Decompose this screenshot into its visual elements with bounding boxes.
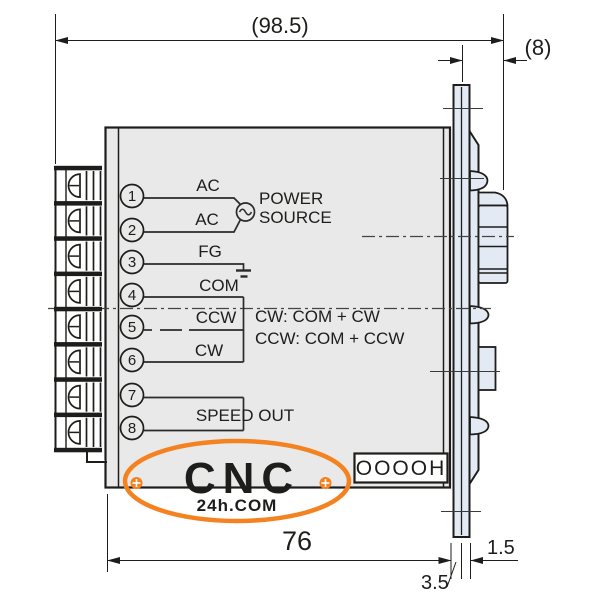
dimension-overall-depth: [55, 14, 504, 190]
dim-bezel-gap-value: 1.5: [487, 537, 515, 559]
wire-ac2: [144, 219, 242, 233]
dim-front-protrusion-value: (8): [525, 35, 552, 60]
watermark-logo: CNC 24h.COM: [122, 438, 352, 524]
cw-note: CW: COM + CW: [255, 307, 380, 326]
centerlines: [48, 235, 514, 310]
terminal-4: 4: [128, 287, 136, 304]
terminal-7: 7: [128, 387, 136, 404]
dimension-body-depth: [107, 494, 452, 572]
dim-body-depth-value: 76: [282, 526, 312, 556]
ac-sine-icon: [238, 208, 253, 216]
terminal-1: 1: [128, 188, 136, 205]
terminal-block: [54, 165, 102, 453]
power-source-line1: POWER: [259, 189, 323, 208]
dimension-panel-thickness: [446, 543, 518, 588]
speed-knob: [477, 191, 509, 284]
label-ac1: AC: [196, 176, 220, 195]
terminal-2: 2: [128, 222, 136, 239]
label-ac2: AC: [195, 210, 219, 229]
annotation-texts: POWER SOURCE CW: COM + CW CCW: COM + CCW: [255, 189, 404, 348]
terminal-5: 5: [128, 319, 136, 336]
label-ccw: CCW: [196, 308, 237, 327]
watermark-domain: 24h.COM: [197, 496, 278, 515]
front-panel-plate: [452, 84, 471, 538]
terminal-number-labels: 1 2 3 4 5 6 7 8: [128, 188, 136, 437]
dim-panel-thickness-value: 3.5: [421, 572, 449, 594]
label-speed-out: SPEED OUT: [196, 406, 294, 425]
ccw-note: CCW: COM + CCW: [255, 329, 404, 348]
power-source-line2: SOURCE: [259, 208, 332, 227]
screw-icon-right: [319, 477, 332, 489]
hook-middle: [469, 305, 490, 325]
label-fg: FG: [198, 242, 222, 261]
dimension-front-protrusion: [438, 45, 527, 82]
watermark-brand: CNC: [184, 454, 300, 503]
wiring-diagram: [144, 197, 256, 432]
hook-lower: [469, 416, 490, 436]
display-text: OOOOH: [356, 457, 447, 480]
terminal-6: 6: [128, 352, 136, 369]
hook-upper: [469, 170, 489, 192]
front-protrusion: [477, 346, 497, 391]
display-box: OOOOH: [353, 452, 449, 484]
hole-centerlines: [430, 107, 500, 513]
device-body: [86, 126, 452, 489]
wire-ac1: [144, 197, 242, 206]
screw-icon-left: [130, 477, 143, 489]
terminal-3: 3: [128, 254, 136, 271]
terminal-numbers: [119, 183, 145, 441]
dim-overall-depth-value: (98.5): [251, 13, 308, 38]
wire-fg: [144, 263, 245, 270]
label-com: COM: [199, 276, 239, 295]
mounting-hooks: [469, 170, 490, 436]
wire-labels: AC AC FG COM CCW CW SPEED OUT: [195, 176, 294, 425]
terminal-8: 8: [128, 420, 136, 437]
label-cw: CW: [195, 341, 223, 360]
